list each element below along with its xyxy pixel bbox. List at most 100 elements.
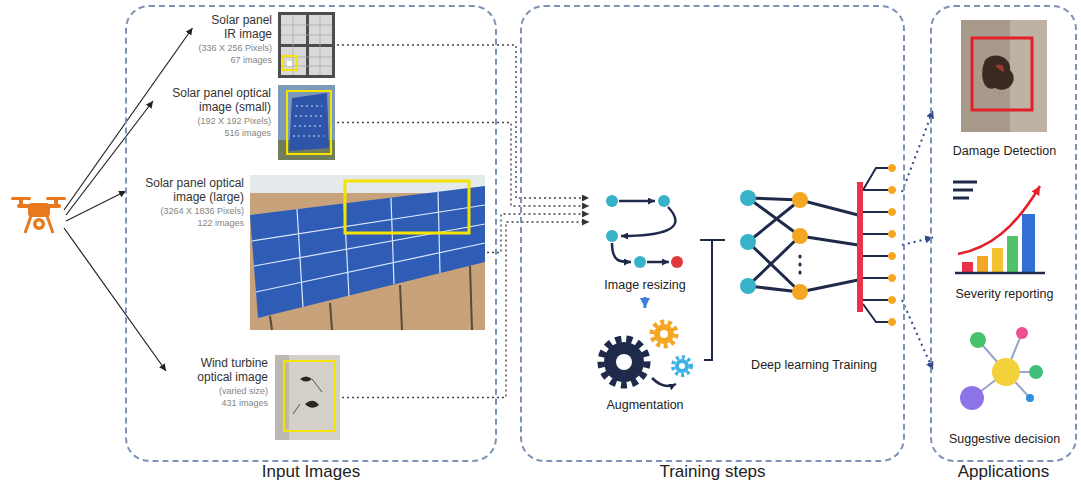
chart-bar — [992, 248, 1003, 272]
group-panel: Image resizingAugmentation Deep learning … — [520, 5, 905, 462]
step-label: Image resizing — [604, 278, 685, 294]
panel-heading: Input Images — [127, 462, 495, 482]
highlight-box — [284, 361, 334, 431]
image-source: Solar panel optical image (small)(192 X … — [159, 85, 335, 160]
flow-end-dot — [671, 256, 683, 268]
drone-camera — [33, 218, 45, 230]
ir-panels — [281, 15, 332, 75]
image-detail: 516 images — [159, 127, 271, 139]
step-label: Deep learning Training — [751, 358, 877, 374]
panel-heading: Training steps — [522, 462, 903, 482]
image-detail: (336 X 256 Pixels) — [198, 42, 272, 54]
image-source: Solar panel optical image (large)(3264 X… — [132, 175, 485, 330]
highlight-box — [283, 56, 297, 70]
image-source: Wind turbine optical image(varied size)4… — [172, 355, 340, 440]
photo-sky — [250, 175, 485, 193]
image-caption: Solar panel IR image(336 X 256 Pixels)67… — [198, 12, 272, 66]
flow-dot — [658, 195, 670, 207]
group-panel: Solar panel IR image(336 X 256 Pixels)67… — [125, 5, 497, 462]
drone-arrows — [64, 28, 192, 371]
flow-dot — [606, 195, 618, 207]
hot-spot — [287, 61, 292, 66]
ellipsis-dots — [799, 256, 802, 273]
image-title: Solar panel optical image (small) — [159, 87, 271, 115]
panel-heading: Applications — [932, 462, 1075, 482]
flow-arrow-icon — [619, 200, 655, 203]
step-label: Suggestive decision — [949, 432, 1060, 448]
step-label: Augmentation — [606, 398, 683, 414]
gear-teeth — [652, 322, 676, 346]
image-detail: 431 images — [172, 397, 268, 409]
flow-dot — [634, 256, 646, 268]
damage-spot — [995, 64, 1004, 72]
gear-arrow — [652, 378, 676, 386]
flow-arrow — [342, 222, 589, 398]
array-frame — [270, 266, 472, 330]
chart-bar — [1007, 236, 1018, 272]
optical-photo — [250, 175, 485, 330]
drone-leg — [25, 216, 53, 233]
capture-arrow — [66, 101, 153, 215]
application-item: Damage Detection — [936, 14, 1073, 162]
trend-arrow — [958, 186, 1040, 254]
image-detail: (192 X 192 Pixels) — [159, 115, 271, 127]
image-caption: Wind turbine optical image(varied size)4… — [172, 355, 268, 409]
image-title: Wind turbine optical image — [172, 357, 268, 385]
process-step: Image resizing — [592, 188, 698, 296]
step-label: Severity reporting — [956, 287, 1054, 303]
decision-dot — [970, 332, 986, 348]
flow-arrow — [337, 123, 589, 207]
step-label: Damage Detection — [953, 144, 1057, 160]
capture-arrow — [64, 228, 166, 371]
group-panel: Damage DetectionSeverity reportingSugges… — [930, 5, 1077, 462]
gear — [654, 324, 674, 344]
application-item: Suggestive decision — [936, 312, 1073, 450]
image-caption: Solar panel optical image (small)(192 X … — [159, 85, 271, 139]
decision-hub — [992, 358, 1020, 386]
detection-box — [972, 38, 1032, 110]
flow-arrow — [704, 240, 725, 360]
gear-hole — [660, 330, 668, 338]
blade-photo — [275, 355, 340, 440]
flow-arrow-icon — [612, 243, 631, 262]
gear-hole — [616, 354, 632, 370]
ir-grid — [281, 15, 332, 75]
image-title: Solar panel IR image — [202, 14, 272, 42]
decision-dot — [1026, 394, 1034, 402]
capture-arrow — [66, 191, 126, 221]
highlight-box — [345, 181, 469, 233]
chart-bar — [962, 262, 973, 272]
process-step: Augmentation — [588, 310, 702, 416]
decision-dot — [1029, 365, 1043, 379]
array-grid — [252, 192, 485, 307]
report-lines — [953, 182, 977, 198]
flow-arrow — [644, 297, 647, 308]
image-source: Solar panel IR image(336 X 256 Pixels)67… — [198, 12, 335, 78]
image-title: Solar panel optical image (large) — [132, 177, 244, 205]
chart-bar — [1022, 214, 1035, 272]
flow-dot — [606, 230, 618, 242]
flow-arrow — [902, 300, 933, 370]
image-detail: (varied size) — [172, 385, 268, 397]
blade-damage — [300, 377, 319, 408]
hidden-neuron — [792, 192, 808, 208]
layer-bar — [857, 182, 863, 312]
hidden-neuron — [792, 228, 808, 244]
image-caption: Solar panel optical image (large)(3264 X… — [132, 175, 244, 229]
gear-teeth — [601, 339, 647, 385]
application-item: Severity reporting — [936, 170, 1073, 305]
flow-arrow — [902, 110, 933, 192]
network-links — [748, 198, 858, 292]
damage-photo — [961, 20, 1047, 132]
gear — [604, 342, 644, 382]
solar-panel — [289, 93, 329, 151]
flow-arrow — [487, 214, 589, 253]
network-outputs — [863, 168, 888, 322]
damage-spot — [982, 55, 1014, 89]
flow-arrow — [337, 45, 589, 198]
highlight-box — [287, 91, 331, 154]
drone-lens — [37, 222, 42, 227]
